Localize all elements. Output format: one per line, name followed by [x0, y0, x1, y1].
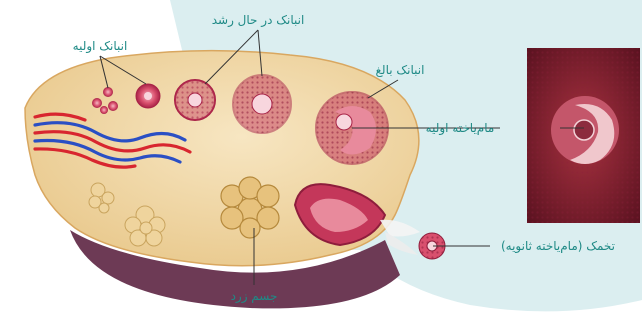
label-growing-follicle: انبانک در حال رشد	[212, 13, 305, 28]
ovary	[25, 51, 419, 309]
label-corpus-luteum: جسم زرد	[231, 289, 278, 304]
follicle-micrograph	[527, 48, 640, 223]
corpus-luteum	[221, 177, 279, 238]
label-ovum: تخمک (مام‌یاخته ثانویه)	[501, 239, 615, 254]
label-primary-follicles: انبانک اولیه	[73, 39, 128, 54]
label-primary-oocyte: مام‌یاخته اولیه	[426, 121, 495, 136]
label-mature-follicle: انبانک بالغ	[376, 63, 425, 77]
